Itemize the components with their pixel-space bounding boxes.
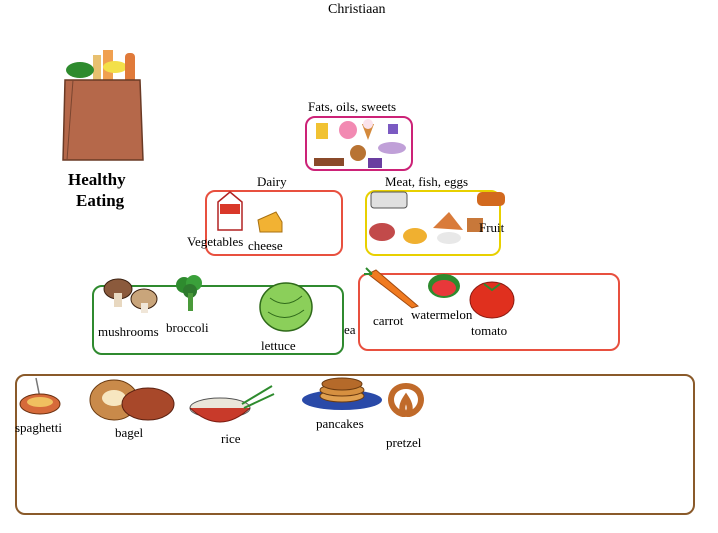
grain-item-rice: rice bbox=[221, 431, 241, 446]
page-header-name: Christiaan bbox=[328, 2, 386, 17]
meat-box bbox=[365, 190, 501, 256]
meat-item-fruit: Fruit bbox=[479, 220, 505, 235]
grain-item-pancakes: pancakes bbox=[316, 416, 364, 431]
dairy-label: Dairy bbox=[257, 174, 287, 189]
meat-icon bbox=[369, 191, 505, 244]
veg-item-lettuce: lettuce bbox=[261, 338, 296, 353]
lettuce-icon bbox=[259, 282, 313, 332]
cheese-icon bbox=[257, 211, 283, 233]
rice-icon bbox=[189, 385, 275, 423]
pancakes-icon bbox=[302, 377, 382, 410]
grain-item-spaghetti: spaghetti bbox=[15, 420, 62, 435]
veg-item-mushrooms: mushrooms bbox=[98, 324, 159, 339]
dairy-box bbox=[205, 190, 343, 256]
meat-label: Meat, fish, eggs bbox=[385, 174, 469, 189]
bagel-icon bbox=[89, 379, 175, 421]
title-healthy: Healthy bbox=[68, 170, 126, 189]
dairy-item-cheese: cheese bbox=[248, 238, 283, 253]
tomato-icon bbox=[469, 281, 515, 319]
veg-item-broccoli: broccoli bbox=[166, 320, 209, 335]
watermelon-icon bbox=[428, 274, 460, 298]
fruit-label: ea bbox=[344, 322, 356, 337]
spaghetti-icon bbox=[19, 377, 61, 415]
milk-carton-icon bbox=[217, 191, 243, 231]
fruit-item-carrot: carrot bbox=[373, 313, 404, 328]
fats-box bbox=[305, 116, 413, 171]
mushrooms-icon bbox=[103, 278, 158, 313]
carrot-icon bbox=[364, 267, 419, 309]
fats-label: Fats, oils, sweets bbox=[308, 99, 397, 114]
grain-item-pretzel: pretzel bbox=[386, 435, 422, 450]
broccoli-icon bbox=[176, 275, 202, 311]
vegetables-label: Vegetables bbox=[187, 234, 244, 249]
fruit-item-tomato: tomato bbox=[471, 323, 508, 338]
title-eating: Eating bbox=[76, 191, 125, 210]
grain-item-bagel: bagel bbox=[115, 425, 144, 440]
fruit-box bbox=[358, 273, 620, 351]
sweets-icon bbox=[314, 119, 406, 168]
grocery-bag-icon bbox=[62, 50, 144, 161]
vegetables-box bbox=[92, 285, 344, 355]
grains-box bbox=[15, 374, 695, 515]
fruit-item-watermelon: watermelon bbox=[411, 307, 473, 322]
pretzel-icon bbox=[388, 382, 424, 418]
